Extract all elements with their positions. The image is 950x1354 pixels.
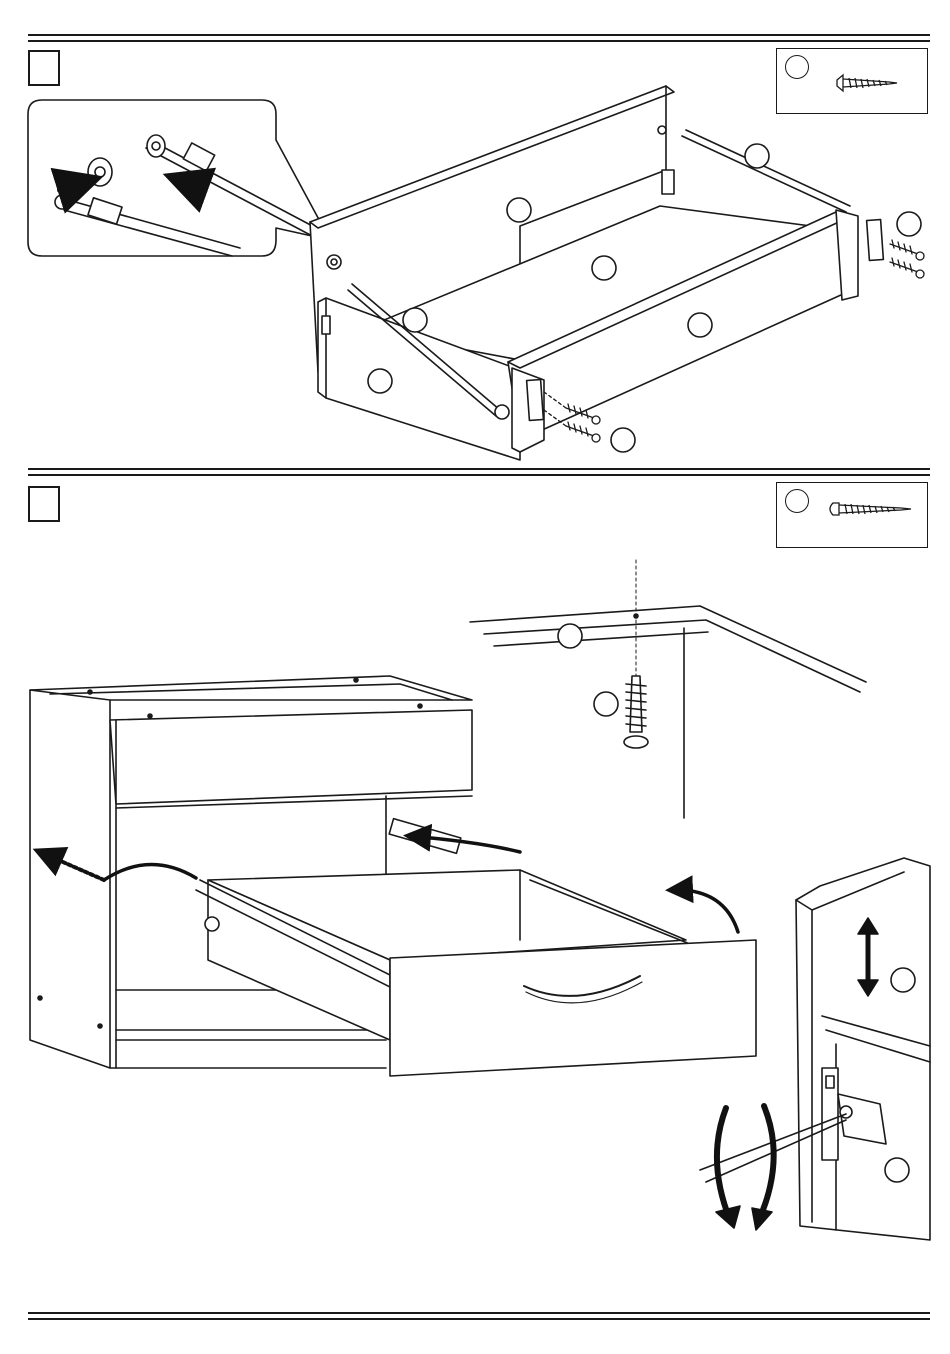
insert-arrow-left [104, 864, 196, 880]
rotate-arrow-right [758, 1106, 774, 1222]
callout-circle [688, 313, 712, 337]
callout-circle [885, 1158, 909, 1182]
tilt-arrow [672, 890, 738, 932]
screws-back [890, 240, 924, 278]
callout-circle [594, 692, 618, 716]
detail-top-rail [470, 560, 866, 818]
callout-circle [368, 369, 392, 393]
drawer-assembly [196, 870, 756, 1076]
callout-circle [507, 198, 531, 222]
callout-circle [611, 428, 635, 452]
callout-circle [592, 256, 616, 280]
callout-circle [403, 308, 427, 332]
callout-circle [897, 212, 921, 236]
callout-circle [745, 144, 769, 168]
rotate-arrow-left [717, 1108, 730, 1220]
runner-rod-right [686, 130, 850, 206]
callout-circle [558, 624, 582, 648]
callout-circle [891, 968, 915, 992]
